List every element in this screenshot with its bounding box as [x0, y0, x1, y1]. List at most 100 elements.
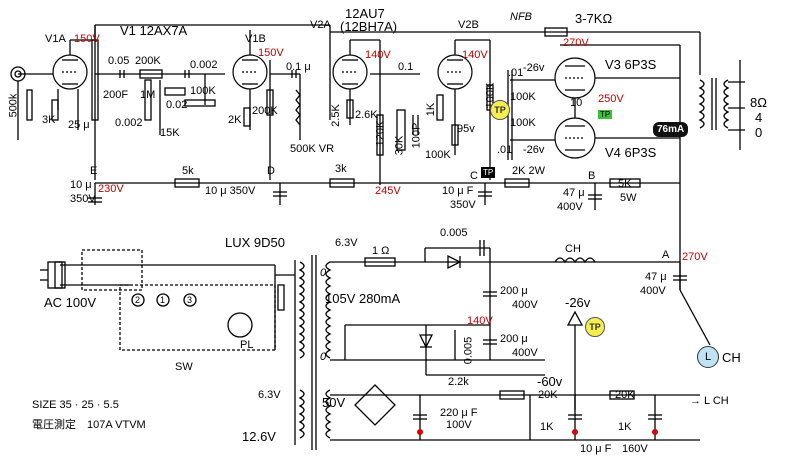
c-400v-b: 400V: [640, 285, 666, 297]
r-15k: 15K: [160, 127, 180, 139]
neg-26v: -26v: [565, 295, 591, 310]
heater-63-bottom: 6.3V: [258, 389, 281, 401]
r-3k: 3K: [42, 114, 56, 126]
cap-160v: 160V: [622, 443, 648, 455]
r-100k-e: 100K: [510, 117, 536, 129]
v3-screen-voltage: 270V: [563, 37, 589, 49]
pilot-lamp-label: PL: [240, 339, 254, 351]
c-1k-b: 1K: [618, 421, 632, 433]
c-005: 0.05: [108, 55, 130, 67]
c-350v-a: 350V: [70, 193, 96, 205]
c-350v-b: 350V: [450, 199, 476, 211]
v2-title-line1: 12AU7: [345, 6, 385, 21]
l-ch-output: → L CH: [690, 395, 729, 407]
heater-50v: 50V: [322, 395, 346, 410]
node-a: A: [662, 249, 670, 261]
measure-note: 電圧測定 107A VTVM: [32, 419, 146, 431]
test-point-c: TP: [481, 167, 496, 178]
v3-plate-voltage: 250V: [598, 93, 624, 105]
v1a-plate-voltage: 150V: [74, 33, 100, 45]
r-22k: 2.2k: [448, 376, 469, 388]
test-point-bias: TP: [585, 317, 605, 337]
c-400v-c: 400V: [512, 299, 538, 311]
v2b-label: V2B: [458, 19, 479, 31]
power-transformer: LUX 9D50: [225, 235, 285, 250]
c-200f: 200F: [103, 89, 129, 101]
c-002: 0.02: [166, 99, 188, 111]
r-5k: 5k: [182, 165, 194, 177]
c-100p: 100P: [410, 122, 423, 149]
r-10: 10: [570, 97, 583, 109]
bias-bottom: -26v: [523, 144, 545, 156]
v2a-label: V2A: [310, 19, 331, 31]
r-200k-b: 200K: [252, 105, 278, 117]
c-47u-a: 47 μ: [563, 187, 585, 199]
r-100k-a: 100K: [190, 85, 216, 97]
r-100k-c: 100K: [425, 149, 451, 161]
secondary-rating: 105V 280mA: [325, 291, 401, 306]
c-47u-b: 47 μ: [645, 271, 667, 283]
size-note: SIZE 35 · 25 · 5.5: [32, 399, 119, 411]
r-30k: 30K: [393, 135, 406, 156]
input-pot: 500k: [7, 93, 20, 118]
l-channel-letter: L: [704, 351, 712, 363]
r-5w: 5W: [620, 192, 637, 204]
node-b: B: [588, 170, 596, 182]
c-400v-d: 400V: [512, 347, 538, 359]
v2a-plate-voltage: 140V: [365, 49, 391, 61]
nfb-label: NFB: [510, 11, 532, 23]
c-1k-a: 1K: [540, 421, 554, 433]
r-26k: 2.6K: [355, 109, 378, 121]
v1b-plate-voltage: 150V: [258, 47, 284, 59]
c-10u-a: 10 μ: [70, 179, 92, 191]
c-10uf: 10 μ F: [442, 185, 474, 197]
r-1m: 1M: [140, 89, 156, 101]
v3-label: V3 6P3S: [605, 57, 657, 72]
c-0005b: 0.005: [462, 336, 475, 365]
c-01c: .01: [497, 144, 513, 156]
switch-label: SW: [175, 361, 193, 373]
switch-pos-3: 3: [187, 295, 193, 305]
c-200u-a: 200 μ: [500, 285, 528, 297]
v1b-label: V1B: [245, 33, 266, 45]
r-20k-b: 20K: [615, 389, 635, 401]
v1-title: V1 12AX7A: [120, 23, 188, 38]
r-2k-2w: 2K 2W: [512, 165, 546, 177]
c-0002b: 0.002: [115, 117, 143, 129]
tap-8: 8Ω: [750, 95, 767, 110]
current-badge: 76mA: [653, 122, 689, 137]
c-10u-350v: 10 μ 350V: [205, 185, 256, 197]
r-25k: 2.5K: [329, 104, 342, 127]
c-400v-a: 400V: [557, 201, 583, 213]
bias-top: -26v: [523, 62, 545, 74]
r-120k: 120K: [374, 120, 387, 147]
r-200k-a: 200K: [135, 55, 161, 67]
c-10uf-b: 10 μ F: [580, 443, 612, 455]
v2-title-line2: (12BH7A): [340, 19, 398, 34]
r-20k-a: 20K: [538, 389, 558, 401]
r-5k-5w: 5K: [618, 178, 632, 190]
r-2k: 2K: [228, 114, 242, 126]
node-d: D: [267, 165, 275, 177]
heater-126v: 12.6V: [242, 429, 276, 444]
c-200u-b: 200 μ: [500, 333, 528, 345]
r-1k: 1K: [425, 102, 438, 117]
r-3k-b: 3k: [335, 163, 347, 175]
nfb-resistor: 3-7KΩ: [575, 11, 613, 26]
r-1ohm: 1 Ω: [372, 245, 390, 257]
l-channel-ch: CH: [722, 350, 741, 365]
tap-0: 0: [755, 125, 763, 140]
v1a-label: V1A: [45, 33, 66, 45]
c-100v: 100V: [446, 419, 472, 431]
vr-500k: 500K VR: [290, 143, 335, 155]
c-220uf: 220 μ F: [440, 407, 478, 419]
node-e: E: [90, 165, 98, 177]
r-100k-d: 100K: [510, 91, 536, 103]
psu-140v: 140V: [467, 315, 493, 327]
switch-pos-2: 2: [135, 295, 141, 305]
c-0002a: 0.002: [190, 59, 218, 71]
test-point-v2: TP: [490, 100, 510, 120]
node-c: C: [470, 170, 478, 182]
zero-b: 0: [320, 351, 327, 363]
